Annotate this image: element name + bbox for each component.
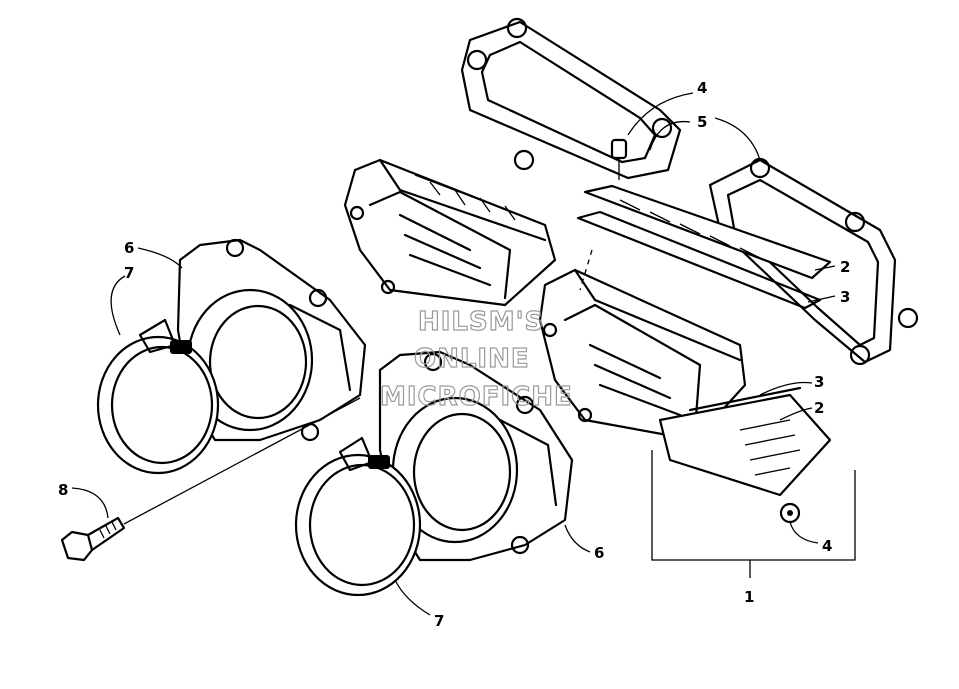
reed-block-upper	[343, 158, 557, 307]
callout-5: 5	[697, 113, 707, 131]
callout-2-lower: 2	[814, 399, 824, 417]
callout-1: 1	[744, 588, 754, 606]
clamp-upper	[96, 318, 220, 475]
leader-lines	[71, 92, 836, 616]
assembly-bracket	[651, 450, 856, 561]
screw-upper	[610, 138, 628, 180]
callout-8: 8	[58, 481, 68, 499]
callout-6-lower: 6	[594, 544, 604, 562]
callout-7-lower: 7	[434, 612, 444, 630]
reed-plates-lower	[658, 386, 832, 497]
callout-7-upper: 7	[124, 264, 134, 282]
callout-3-upper: 3	[840, 288, 850, 306]
callout-6-upper: 6	[124, 239, 134, 257]
watermark: HILSM'S ONLINE MICROFICHE	[379, 306, 573, 412]
watermark-line-1: HILSM'S	[418, 307, 544, 337]
callout-3-lower: 3	[814, 373, 824, 391]
bolt	[60, 397, 361, 562]
gasket-upper	[460, 17, 682, 180]
callout-2-upper: 2	[840, 258, 850, 276]
callout-4-lower: 4	[822, 537, 832, 555]
callout-4-upper: 4	[697, 79, 707, 97]
screw-lower	[779, 502, 801, 524]
watermark-line-2: ONLINE	[414, 344, 530, 374]
callout-labels: 1 2 2 3 3 4 4 5 6 6 7 7 8	[58, 79, 850, 630]
clamp-lower	[294, 436, 422, 597]
reed-plates-upper	[576, 184, 832, 310]
watermark-line-3: MICROFICHE	[380, 382, 573, 412]
